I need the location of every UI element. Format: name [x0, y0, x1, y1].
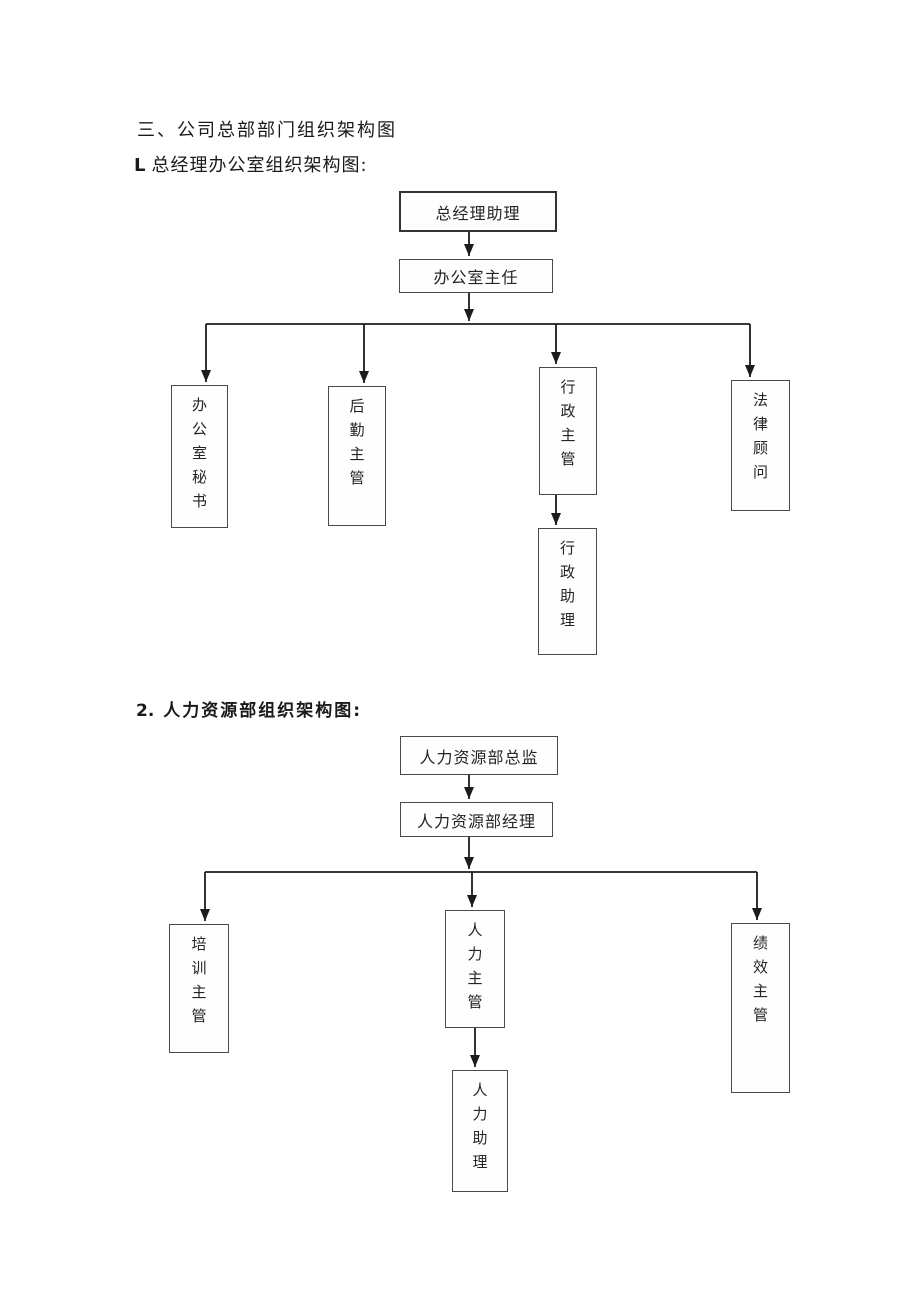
org-node-label: 人力助理	[470, 1082, 489, 1178]
section1-title-text: 总经理办公室组织架构图:	[151, 155, 368, 176]
org-node-label: 总经理助理	[435, 203, 521, 223]
org-node-label: 培训主管	[189, 936, 208, 1032]
section2-number: 2.	[136, 701, 155, 721]
org-node-performance-supervisor: 绩效主管	[731, 923, 790, 1093]
org-node-label: 办公室秘书	[190, 397, 208, 517]
org-node-label: 人力主管	[465, 922, 484, 1018]
org-node-label: 人力资源部总监	[419, 747, 539, 767]
org-node-hr-director: 人力资源部总监	[400, 736, 558, 775]
org-node-hr-manager: 人力资源部经理	[400, 802, 553, 837]
org-node-hr-assistant: 人力助理	[452, 1070, 508, 1192]
section2-title-text: 人力资源部组织架构图:	[163, 701, 363, 721]
org-node-office-secretary: 办公室秘书	[171, 385, 228, 528]
org-node-gm-assistant: 总经理助理	[399, 191, 557, 232]
section1-number: L	[134, 155, 147, 176]
section-title-hr-dept: 2. 人力资源部组织架构图:	[136, 696, 362, 721]
org-node-legal-counsel: 法律顾问	[731, 380, 790, 511]
org-node-label: 行政主管	[558, 379, 577, 475]
org-node-label: 人力资源部经理	[416, 811, 536, 831]
org-node-label: 法律顾问	[751, 392, 769, 488]
org-node-label: 办公室主任	[433, 268, 519, 287]
org-node-admin-assistant: 行政助理	[538, 528, 597, 655]
section-title-main: 三、公司总部部门组织架构图	[137, 120, 397, 141]
org-node-training-supervisor: 培训主管	[169, 924, 229, 1053]
org-node-label: 行政助理	[558, 540, 576, 636]
org-node-office-director: 办公室主任	[399, 259, 553, 293]
org-node-hr-supervisor: 人力主管	[445, 910, 505, 1028]
org-node-label: 后勤主管	[347, 398, 366, 494]
org-node-admin-supervisor: 行政主管	[539, 367, 597, 495]
org-node-logistics-supervisor: 后勤主管	[328, 386, 386, 526]
org-node-label: 绩效主管	[751, 935, 769, 1031]
